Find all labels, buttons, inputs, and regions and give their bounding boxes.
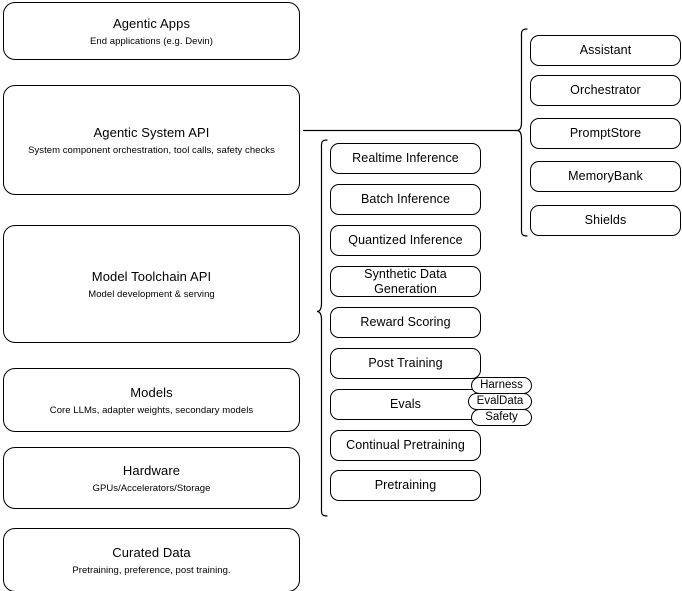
capability-post-training[interactable]: Post Training bbox=[330, 348, 481, 379]
stack-layer-models[interactable]: Models Core LLMs, adapter weights, secon… bbox=[3, 368, 300, 432]
stack-layer-curated-data[interactable]: Curated Data Pretraining, preference, po… bbox=[3, 528, 300, 591]
capability-pretraining[interactable]: Pretraining bbox=[330, 470, 481, 501]
stack-layer-agentic-apps[interactable]: Agentic Apps End applications (e.g. Devi… bbox=[3, 2, 300, 60]
stack-layer-agentic-system-api[interactable]: Agentic System API System component orch… bbox=[3, 85, 300, 195]
agentic-component-orchestrator[interactable]: Orchestrator bbox=[530, 75, 681, 106]
layer-subtitle: GPUs/Accelerators/Storage bbox=[92, 482, 211, 494]
layer-subtitle: System component orchestration, tool cal… bbox=[28, 144, 275, 156]
evals-subcomponent-harness[interactable]: Harness bbox=[471, 377, 532, 394]
layer-title: Model Toolchain API bbox=[91, 268, 212, 284]
layer-title: Agentic Apps bbox=[112, 15, 191, 31]
stack-layer-hardware[interactable]: Hardware GPUs/Accelerators/Storage bbox=[3, 447, 300, 509]
layer-title: Hardware bbox=[122, 462, 181, 478]
layer-title: Agentic System API bbox=[93, 124, 210, 140]
evals-subcomponent-evaldata[interactable]: EvalData bbox=[468, 393, 532, 410]
layer-title: Models bbox=[130, 384, 173, 400]
capability-evals[interactable]: Evals bbox=[330, 389, 481, 420]
agentic-component-shields[interactable]: Shields bbox=[530, 205, 681, 236]
layer-title: Curated Data bbox=[112, 544, 191, 560]
agentic-component-assistant[interactable]: Assistant bbox=[530, 35, 681, 66]
layer-subtitle: Core LLMs, adapter weights, secondary mo… bbox=[49, 404, 254, 416]
capability-quantized-inference[interactable]: Quantized Inference bbox=[330, 225, 481, 256]
capability-synthetic-data-generation[interactable]: Synthetic Data Generation bbox=[330, 266, 481, 297]
agentic-component-promptstore[interactable]: PromptStore bbox=[530, 118, 681, 149]
capability-reward-scoring[interactable]: Reward Scoring bbox=[330, 307, 481, 338]
capability-continual-pretraining[interactable]: Continual Pretraining bbox=[330, 430, 481, 461]
capability-realtime-inference[interactable]: Realtime Inference bbox=[330, 143, 481, 174]
layer-subtitle: Pretraining, preference, post training. bbox=[72, 564, 231, 576]
capability-batch-inference[interactable]: Batch Inference bbox=[330, 184, 481, 215]
layer-subtitle: Model development & serving bbox=[88, 288, 215, 300]
agentic-component-memorybank[interactable]: MemoryBank bbox=[530, 161, 681, 192]
layer-subtitle: End applications (e.g. Devin) bbox=[90, 35, 213, 47]
stack-layer-model-toolchain-api[interactable]: Model Toolchain API Model development & … bbox=[3, 225, 300, 343]
evals-subcomponent-safety[interactable]: Safety bbox=[471, 409, 532, 426]
